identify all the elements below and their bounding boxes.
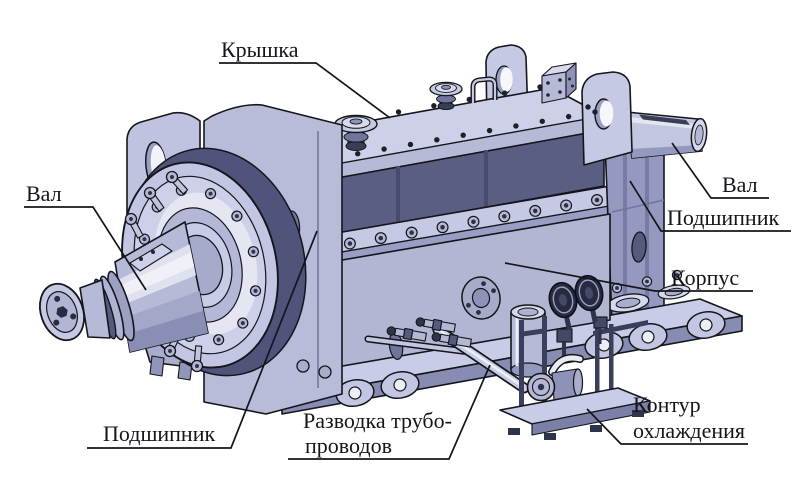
bolt xyxy=(142,237,147,242)
label-bearing-right-text: Подшипник xyxy=(667,205,779,230)
leader-line-shaft-right xyxy=(671,142,769,199)
bolt xyxy=(253,288,258,293)
label-shaft-right: Вал xyxy=(671,142,769,199)
bolt xyxy=(234,214,239,219)
bolt xyxy=(409,230,414,235)
bolt xyxy=(355,151,361,157)
base-nut-row xyxy=(611,269,683,294)
flange-studs xyxy=(124,170,204,373)
label-bearing-left-text: Подшипник xyxy=(103,421,215,446)
access-cover-round xyxy=(461,276,501,320)
leader-line-cover xyxy=(219,62,391,119)
cooling-base-plate xyxy=(499,387,651,440)
bolt xyxy=(563,203,569,208)
shaft-end-flange xyxy=(39,282,85,342)
bolt xyxy=(537,84,543,90)
bolt xyxy=(407,141,414,148)
pipe-valve xyxy=(415,317,456,333)
label-piping-line1: Разводка трубо- xyxy=(303,408,452,433)
bolt xyxy=(347,241,353,246)
label-cover: Крышка xyxy=(219,37,391,119)
bolt xyxy=(395,109,402,115)
bolt xyxy=(592,109,598,115)
label-housing-text: Корпус xyxy=(671,265,739,290)
label-piping: Разводка трубо- проводов xyxy=(288,364,491,460)
bolt xyxy=(615,286,619,290)
pump xyxy=(526,368,584,402)
output-shaft-right xyxy=(625,111,708,159)
label-cooling-line1: Контур xyxy=(633,392,701,417)
bolt xyxy=(471,219,476,225)
piping xyxy=(364,317,530,394)
bolt xyxy=(645,279,649,284)
bolt xyxy=(539,118,545,124)
bolt xyxy=(378,235,384,241)
leader-line-housing xyxy=(504,262,753,292)
leader-line-shaft-left xyxy=(24,206,147,291)
junction-cube-right xyxy=(541,62,577,104)
base-foot xyxy=(686,311,726,339)
bolt xyxy=(216,337,221,342)
bolt xyxy=(440,224,445,230)
pipe-valve xyxy=(431,332,472,348)
bolt xyxy=(431,103,437,109)
bolt xyxy=(486,127,493,134)
cooling-unit xyxy=(499,274,651,440)
label-bearing-right: Подшипник xyxy=(629,180,791,232)
annotations: Крышка Вал Вал Подшипник Корпус Контур о… xyxy=(24,37,791,460)
label-bearing-left: Подшипник xyxy=(87,230,318,449)
shaft-stub xyxy=(79,279,111,339)
bolt xyxy=(594,197,600,203)
label-housing: Корпус xyxy=(504,262,753,292)
leader-line-bearing-left xyxy=(87,230,318,449)
leader-line-cooling xyxy=(586,408,748,445)
accumulator-cylinder xyxy=(510,304,546,378)
flange-nut-row xyxy=(313,194,603,256)
pipe-valve xyxy=(386,326,427,342)
base-oval-boss xyxy=(657,284,691,300)
bolt xyxy=(381,146,387,152)
leader-line-bearing-right xyxy=(629,180,791,232)
bolt xyxy=(513,123,519,129)
bolt xyxy=(460,132,466,138)
base-foot xyxy=(380,371,420,399)
label-shaft-left: Вал xyxy=(24,181,147,291)
breather-cap-small xyxy=(429,81,463,111)
leader-line-piping xyxy=(288,364,491,460)
cover-handle-right xyxy=(470,76,498,103)
bolt xyxy=(434,137,440,143)
bolt xyxy=(502,214,507,219)
bolt xyxy=(240,321,245,326)
gauge-disc xyxy=(548,281,578,330)
input-shaft xyxy=(114,221,209,353)
label-piping-line2: проводов xyxy=(305,433,392,458)
bolt xyxy=(565,113,572,120)
label-cover-text: Крышка xyxy=(221,37,299,62)
label-cooling-line2: охлаждения xyxy=(633,418,745,443)
bolt xyxy=(532,208,538,214)
lifting-lug-right xyxy=(581,71,633,166)
bolt xyxy=(585,104,591,110)
bolt xyxy=(501,90,508,96)
bolt xyxy=(251,249,256,254)
bolt xyxy=(208,191,213,196)
label-shaft-right-text: Вал xyxy=(722,172,758,197)
label-shaft-left-text: Вал xyxy=(26,181,62,206)
label-cooling: Контур охлаждения xyxy=(586,392,748,445)
bolt xyxy=(675,273,679,277)
base-oval-boss xyxy=(606,293,650,313)
